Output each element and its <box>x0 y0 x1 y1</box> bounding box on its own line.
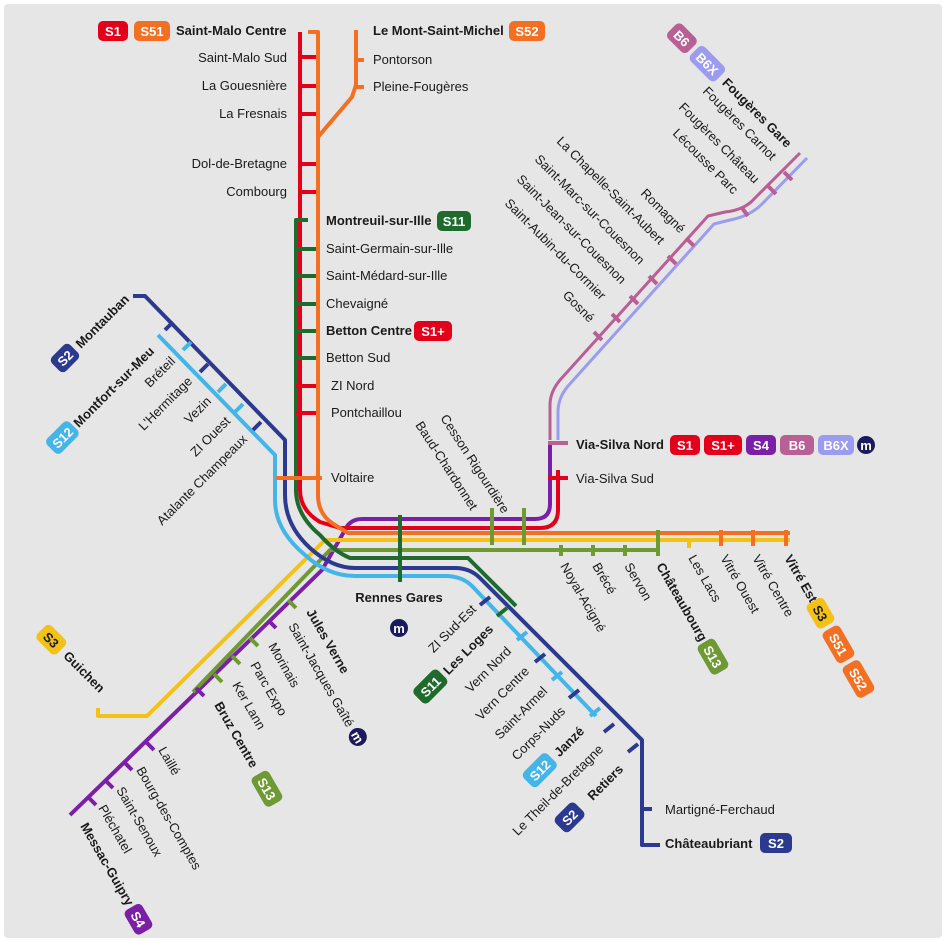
svg-text:S2: S2 <box>768 836 784 851</box>
svg-text:S52: S52 <box>515 24 538 39</box>
svg-text:S4: S4 <box>753 438 770 453</box>
station-zi-nord: ZI Nord <box>331 378 374 393</box>
station-la-fresnais: La Fresnais <box>219 106 287 121</box>
station-saint-malo-centre: Saint-Malo Centre <box>176 23 287 38</box>
station-la-gouesniere: La Gouesnière <box>202 78 287 93</box>
svg-text:S1: S1 <box>105 24 121 39</box>
station-rennes-gares: Rennes Gares <box>355 590 442 605</box>
svg-text:B6X: B6X <box>823 438 849 453</box>
svg-text:S1+: S1+ <box>711 438 735 453</box>
svg-text:S51: S51 <box>140 24 163 39</box>
station-combourg: Combourg <box>226 184 287 199</box>
svg-text:B6: B6 <box>789 438 806 453</box>
station-saint-medard-sur-ille: Saint-Médard-sur-Ille <box>326 268 447 283</box>
station-pontchaillou: Pontchaillou <box>331 405 402 420</box>
metro-icon <box>857 436 875 454</box>
line-s3 <box>96 538 790 718</box>
station-chevaigne: Chevaigné <box>326 296 388 311</box>
svg-text:S11: S11 <box>443 214 465 229</box>
station-dol-de-bretagne: Dol-de-Bretagne <box>192 156 287 171</box>
svg-text:S1+: S1+ <box>421 324 445 339</box>
badge-s11-montreuil: S11 <box>437 211 471 231</box>
svg-text:m: m <box>860 438 872 453</box>
metro-icon <box>390 619 408 637</box>
badge-s51-saint-malo: S51 <box>134 21 170 41</box>
line-s11 <box>294 218 518 608</box>
station-saint-germain-sur-ille: Saint-Germain-sur-Ille <box>326 241 453 256</box>
line-s51 <box>308 30 790 535</box>
station-via-silva-nord: Via-Silva Nord <box>576 437 664 452</box>
via-silva-nord-badges: S1 S1+ S4 B6 B6X m <box>670 435 875 455</box>
line-s2 <box>133 294 660 847</box>
station-montreuil-sur-ille: Montreuil-sur-Ille <box>326 213 431 228</box>
badge-s52-mont-saint-michel: S52 <box>509 21 545 41</box>
map-background <box>4 4 942 938</box>
station-pleine-fougeres: Pleine-Fougères <box>373 79 469 94</box>
station-via-silva-sud: Via-Silva Sud <box>576 471 654 486</box>
svg-text:S1: S1 <box>677 438 693 453</box>
line-b6 <box>548 151 802 440</box>
station-betton-centre: Betton Centre <box>326 323 412 338</box>
svg-text:S4: S4 <box>128 909 149 931</box>
badge-s2-chateaubriant: S2 <box>760 833 792 853</box>
line-s13 <box>191 548 658 694</box>
station-betton-sud: Betton Sud <box>326 350 390 365</box>
metro-icon-label: m <box>393 621 405 636</box>
svg-text:S3: S3 <box>810 603 831 624</box>
line-s52 <box>316 30 358 139</box>
line-s12 <box>156 333 598 718</box>
station-martigne-ferchaud: Martigné-Ferchaud <box>665 802 775 817</box>
station-chateaubriant: Châteaubriant <box>665 836 753 851</box>
metro-icon <box>348 727 367 746</box>
line-b6x <box>556 156 809 440</box>
station-saint-malo-sud: Saint-Malo Sud <box>198 50 287 65</box>
badge-s1-saint-malo: S1 <box>98 21 128 41</box>
station-mont-saint-michel: Le Mont-Saint-Michel <box>373 23 504 38</box>
badge-s1plus-betton: S1+ <box>414 321 452 341</box>
station-pontorson: Pontorson <box>373 52 432 67</box>
station-voltaire: Voltaire <box>331 470 374 485</box>
